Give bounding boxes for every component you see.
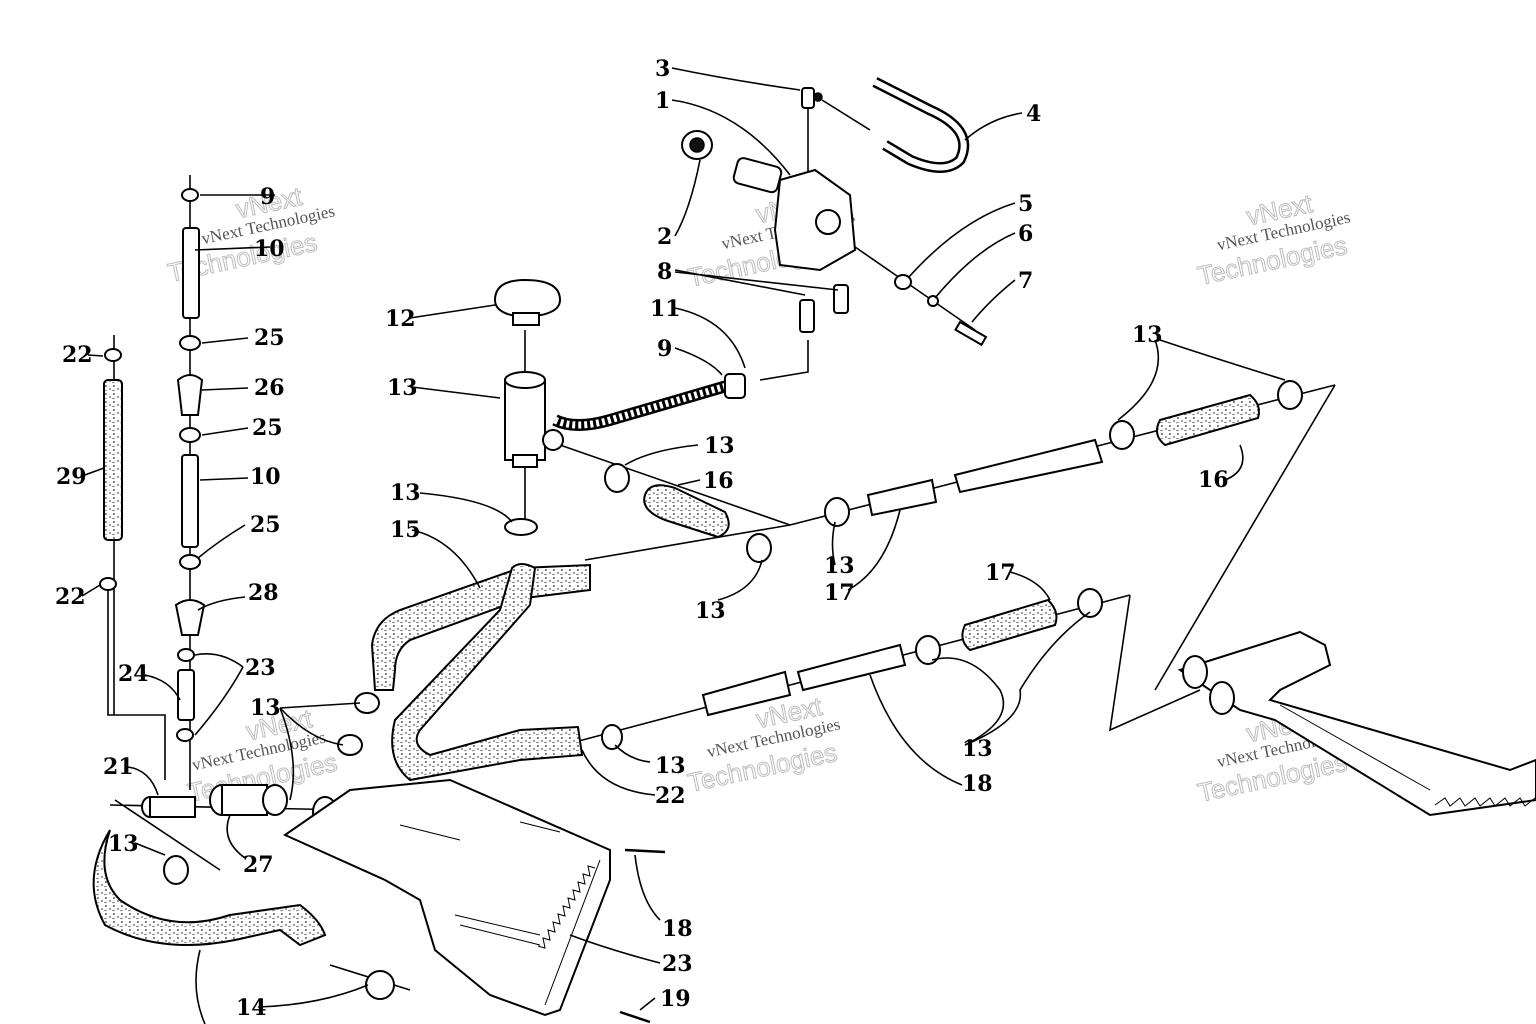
callout-10: 11 <box>650 296 681 322</box>
hose-16-lower <box>961 598 1058 652</box>
callout-13: 13 <box>390 480 421 506</box>
callout-2: 2 <box>657 224 672 250</box>
filler-neck-tee <box>504 371 564 468</box>
callout-18: 19 <box>660 986 691 1012</box>
thermostat-ring <box>681 130 713 160</box>
small-hose-9-10 <box>552 373 746 431</box>
bleeder-valve <box>801 87 823 109</box>
hose-16-upper <box>1155 393 1260 447</box>
fitting-19-27 <box>141 784 338 828</box>
hose-21 <box>391 563 584 782</box>
callout-labels: 3 1 4 2 5 6 7 8 11 9 11 12 13 13 16 13 1… <box>55 56 1229 1021</box>
fitting-8 <box>799 284 849 333</box>
callout-29: 29 <box>56 464 87 490</box>
callout-10: 10 <box>254 236 285 262</box>
callout-9: 9 <box>657 336 672 362</box>
callout-25: 25 <box>250 512 281 538</box>
elbow-hose-15 <box>643 484 730 539</box>
callout-14: 15 <box>390 517 421 543</box>
callout-13: 13 <box>704 433 735 459</box>
watermark: vNext vNext Technologies Technologies <box>1194 188 1351 292</box>
callout-11: 12 <box>385 306 416 332</box>
callout-21: 22 <box>655 783 686 809</box>
callout-13: 13 <box>1132 322 1163 348</box>
u-hose-part <box>872 77 970 173</box>
hose-14 <box>370 563 591 691</box>
callout-12: 13 <box>387 375 418 401</box>
radiator-cap <box>493 278 562 326</box>
callout-9: 9 <box>260 184 275 210</box>
callout-23: 23 <box>662 951 693 977</box>
callout-13: 14 <box>236 995 267 1021</box>
callout-15: 16 <box>703 468 734 494</box>
radiator-right <box>1177 630 1536 817</box>
callout-5: 5 <box>1018 191 1033 217</box>
callout-10: 10 <box>250 464 281 490</box>
screw-18 <box>619 848 666 1024</box>
callout-13: 13 <box>108 831 139 857</box>
callout-22: 22 <box>62 342 93 368</box>
tube-17-upper <box>866 438 1104 517</box>
left-column-parts <box>174 188 206 742</box>
callout-13: 13 <box>824 553 855 579</box>
callout-28: 28 <box>248 580 279 606</box>
callout-13: 13 <box>655 753 686 779</box>
radiator-center <box>282 778 611 1017</box>
thermostat-housing <box>732 157 857 272</box>
callout-18: 18 <box>662 916 693 942</box>
leader-lines <box>81 67 1286 1024</box>
callout-27: 27 <box>243 852 274 878</box>
callout-13: 13 <box>695 598 726 624</box>
callout-24: 24 <box>118 661 149 687</box>
watermark: vNext vNext Technologies Technologies <box>684 690 841 798</box>
callout-16: 17 <box>985 560 1016 586</box>
washer-6 <box>927 295 939 307</box>
callout-22: 22 <box>55 584 86 610</box>
callout-8: 8 <box>657 259 672 285</box>
callout-25: 25 <box>252 415 283 441</box>
bolt-7 <box>954 320 988 347</box>
hose-clamps <box>163 380 1303 1000</box>
callout-19: 21 <box>103 754 134 780</box>
callout-6: 6 <box>1018 221 1033 247</box>
hose-lower-left <box>92 829 327 947</box>
callout-13: 13 <box>250 695 281 721</box>
callout-17: 17 <box>824 580 855 606</box>
callout-4: 4 <box>1026 101 1041 127</box>
callout-26: 26 <box>254 375 285 401</box>
callout-3: 3 <box>655 56 670 82</box>
washer-5 <box>894 274 912 290</box>
callout-1: 1 <box>655 88 670 114</box>
column-hose-29 <box>99 348 123 591</box>
callout-25: 25 <box>254 325 285 351</box>
callout-16: 16 <box>1198 467 1229 493</box>
callout-13: 13 <box>962 736 993 762</box>
tube-17-lower <box>701 643 907 717</box>
callout-7: 7 <box>1018 268 1033 294</box>
callout-22: 23 <box>245 655 276 681</box>
callout-17: 18 <box>962 771 993 797</box>
